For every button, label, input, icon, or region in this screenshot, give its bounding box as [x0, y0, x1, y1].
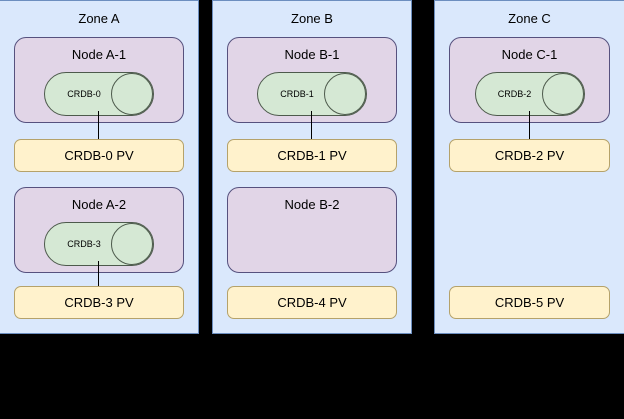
node-box-a-2[interactable]: Node A-2 CRDB-3: [14, 187, 184, 273]
database-cylinder-icon-crdb-1[interactable]: CRDB-1: [257, 72, 367, 116]
connector-line-crdb-0: [98, 111, 99, 140]
connector-line-crdb-2: [528, 111, 530, 140]
database-cylinder-icon-crdb-3[interactable]: CRDB-3: [44, 222, 154, 266]
node-box-a-1[interactable]: Node A-1 CRDB-0: [14, 37, 184, 123]
pod-label-crdb-0: CRDB-0: [67, 89, 101, 99]
node-box-c-1[interactable]: Node C-1 CRDB-2: [449, 37, 610, 123]
zone-panel-c[interactable]: Zone C Node C-1 CRDB-2 CRDB-2 PV CRDB-5 …: [434, 0, 624, 334]
database-cylinder-icon-crdb-2[interactable]: CRDB-2: [474, 72, 585, 116]
node-label-a-2: Node A-2: [71, 197, 127, 212]
node-box-b-1[interactable]: Node B-1 CRDB-1: [227, 37, 397, 123]
node-label-a-1: Node A-1: [71, 47, 127, 62]
zone-panel-b[interactable]: Zone B Node B-1 CRDB-1 CRDB-1 PV Node B-…: [212, 0, 412, 334]
pv-box-crdb-3[interactable]: CRDB-3 PV: [14, 286, 184, 319]
connector-line-crdb-1: [311, 111, 312, 140]
pv-box-crdb-5[interactable]: CRDB-5 PV: [449, 286, 610, 319]
pod-label-crdb-1: CRDB-1: [280, 89, 314, 99]
pv-box-crdb-1[interactable]: CRDB-1 PV: [227, 139, 397, 172]
zone-panel-a[interactable]: Zone A Node A-1 CRDB-0 CRDB-0 PV Node A-…: [0, 0, 199, 334]
zone-title-b: Zone B: [291, 11, 333, 26]
cylinder-cap: [541, 73, 584, 115]
node-box-b-2[interactable]: Node B-2: [227, 187, 397, 273]
node-label-b-1: Node B-1: [284, 47, 340, 62]
connector-line-crdb-3: [98, 261, 99, 287]
pv-box-crdb-2[interactable]: CRDB-2 PV: [449, 139, 610, 172]
database-cylinder-icon-crdb-0[interactable]: CRDB-0: [44, 72, 154, 116]
cylinder-cap: [111, 73, 153, 115]
pv-box-crdb-4[interactable]: CRDB-4 PV: [227, 286, 397, 319]
pod-label-crdb-2: CRDB-2: [497, 89, 532, 99]
node-label-b-2: Node B-2: [284, 197, 340, 212]
cylinder-cap: [324, 73, 366, 115]
pod-label-crdb-3: CRDB-3: [67, 239, 101, 249]
node-label-c-1: Node C-1: [501, 47, 558, 62]
zone-title-c: Zone C: [508, 11, 551, 26]
cylinder-cap: [111, 223, 153, 265]
zone-title-a: Zone A: [78, 11, 120, 26]
pv-box-crdb-0[interactable]: CRDB-0 PV: [14, 139, 184, 172]
